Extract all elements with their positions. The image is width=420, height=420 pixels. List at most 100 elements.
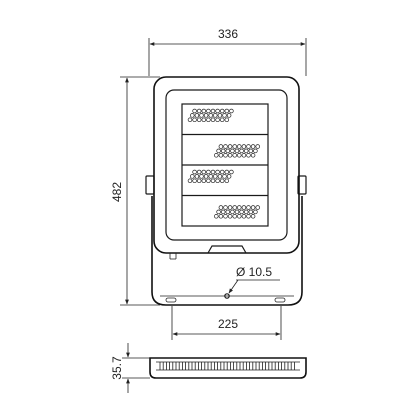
led-dot xyxy=(218,205,224,210)
callout-leader-arrow xyxy=(228,279,239,294)
led-dot xyxy=(230,209,235,215)
led-dot xyxy=(232,214,237,219)
led-dot xyxy=(217,174,223,179)
led-dot xyxy=(250,153,256,158)
housing-outer xyxy=(153,76,300,254)
led-dot xyxy=(190,113,195,118)
led-dot xyxy=(199,174,204,179)
led-dot xyxy=(210,117,216,123)
led-dot xyxy=(218,153,224,158)
led-dot xyxy=(190,174,195,179)
led-dot xyxy=(220,209,226,215)
led-dot xyxy=(203,174,209,179)
led-dot xyxy=(220,148,226,154)
led-dot xyxy=(230,148,235,154)
led-dot xyxy=(227,144,233,149)
led-dot xyxy=(214,153,219,158)
led-dot xyxy=(206,117,211,123)
led-dot xyxy=(232,144,237,149)
led-dot xyxy=(187,178,193,184)
led-dot xyxy=(214,214,219,219)
led-dot xyxy=(239,209,244,215)
led-dot xyxy=(223,144,228,149)
led-dot xyxy=(224,108,230,114)
led-dot xyxy=(229,169,234,175)
mounting-hole xyxy=(224,293,230,299)
led-dot xyxy=(217,113,223,118)
led-dot xyxy=(196,178,202,184)
led-dot xyxy=(210,169,216,175)
led-dot xyxy=(222,174,227,179)
led-dot xyxy=(232,153,237,158)
led-dot xyxy=(219,117,225,123)
led-dot xyxy=(218,144,224,149)
led-dot xyxy=(213,113,218,118)
led-dot xyxy=(196,169,202,175)
led-dot xyxy=(203,113,209,118)
led-dot xyxy=(253,148,258,154)
led-dot xyxy=(210,178,216,184)
led-dot xyxy=(226,113,232,118)
hole-callout: Ø 10.5 xyxy=(224,265,280,299)
led-dot xyxy=(255,205,260,210)
led-dot xyxy=(199,113,204,118)
led-dot xyxy=(210,108,216,114)
led-dot xyxy=(241,144,247,149)
dimension-top-width: 336 xyxy=(148,27,307,76)
led-dot xyxy=(194,174,200,179)
led-dot xyxy=(224,178,230,184)
led-dot xyxy=(225,148,231,154)
led-dot xyxy=(241,153,247,158)
led-dot xyxy=(196,117,202,123)
led-dot xyxy=(206,108,211,114)
led-dot xyxy=(253,209,258,215)
led-dot xyxy=(219,178,225,184)
dimension-label-bracket-width: 225 xyxy=(218,317,238,331)
led-dot xyxy=(215,169,220,175)
led-dot xyxy=(219,169,225,175)
floodlight-side-view xyxy=(149,357,307,379)
led-dot xyxy=(206,178,211,184)
led-dot xyxy=(227,205,233,210)
floodlight-front-view xyxy=(145,76,307,306)
led-dot xyxy=(250,144,256,149)
led-dot xyxy=(208,174,213,179)
led-dot xyxy=(243,148,249,154)
led-dot xyxy=(187,117,193,123)
led-dot xyxy=(241,205,247,210)
led-dot xyxy=(201,117,207,123)
led-dot xyxy=(241,214,247,219)
dimension-label-height: 482 xyxy=(110,182,124,202)
led-dot xyxy=(234,148,240,154)
led-dot xyxy=(201,169,207,175)
led-dot xyxy=(218,214,224,219)
dimension-bracket-width: 225 xyxy=(171,306,282,340)
led-dot xyxy=(192,169,197,175)
mounting-bracket xyxy=(151,196,303,306)
led-dot xyxy=(215,178,220,184)
led-dot xyxy=(201,108,207,114)
led-dot xyxy=(237,153,242,158)
led-dot xyxy=(215,117,220,123)
led-dot xyxy=(246,153,251,158)
led-dot xyxy=(192,178,197,184)
led-dot xyxy=(246,205,251,210)
led-dot xyxy=(192,117,197,123)
housing-inner-frame xyxy=(165,89,288,241)
led-dot xyxy=(246,214,251,219)
led-dot xyxy=(196,108,202,114)
led-dot xyxy=(224,117,230,123)
dimension-label-depth: 35.7 xyxy=(110,356,124,380)
led-dot xyxy=(248,148,254,154)
led-dot xyxy=(192,108,197,114)
mount-tab-left xyxy=(145,175,155,195)
led-dot xyxy=(246,144,251,149)
led-dot xyxy=(222,113,227,118)
led-dot xyxy=(239,148,244,154)
led-dot xyxy=(250,214,256,219)
led-dot xyxy=(216,148,221,154)
bracket-slot-left xyxy=(165,297,177,303)
led-dot xyxy=(216,209,221,215)
